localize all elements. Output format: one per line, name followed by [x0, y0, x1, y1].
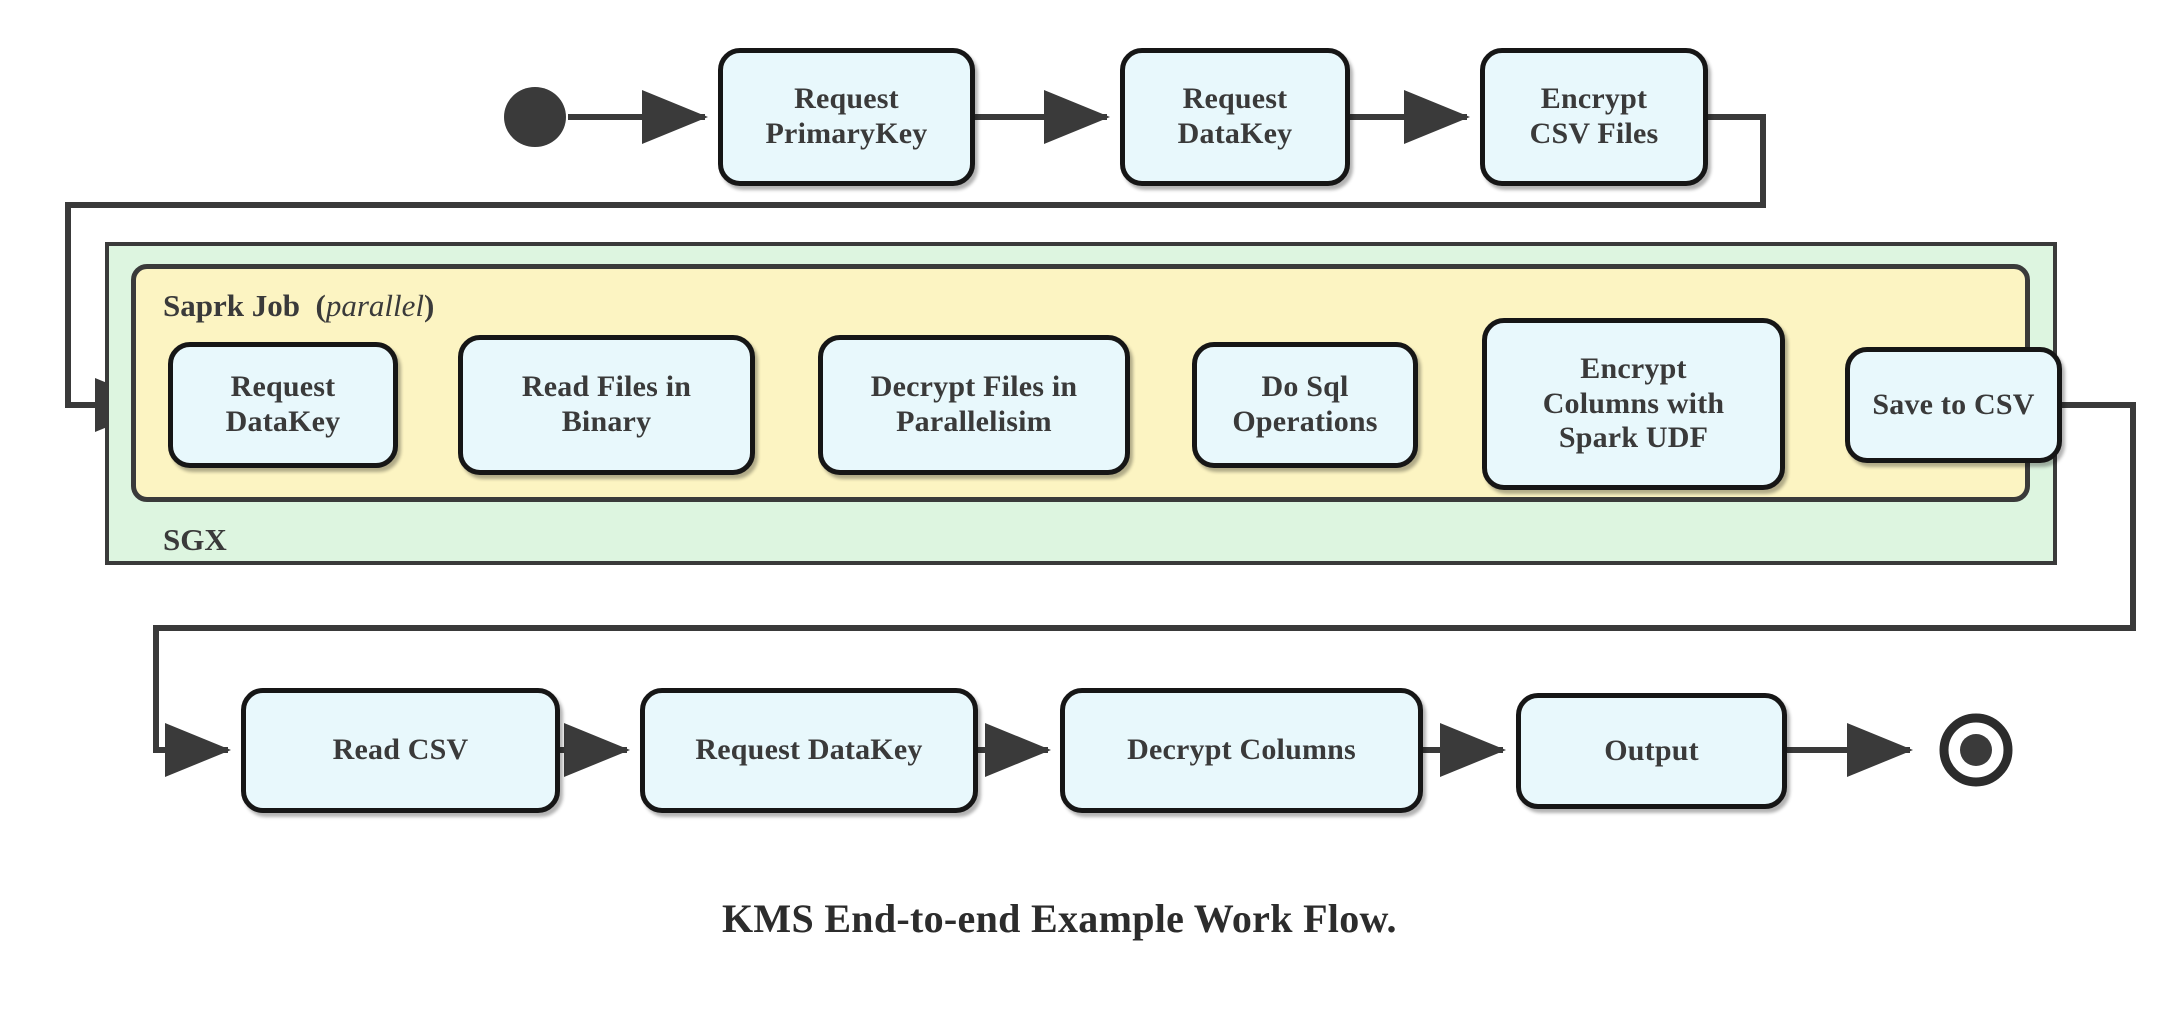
node-spark-request-datakey[interactable]: Request DataKey: [168, 342, 398, 468]
start-node: [504, 87, 566, 147]
node-do-sql-operations-line2: Operations: [1232, 405, 1378, 438]
node-decrypt-files-in-parallelisim-line2: Parallelisim: [896, 405, 1052, 438]
node-save-to-csv[interactable]: Save to CSV: [1845, 347, 2062, 463]
node-save-to-csv-label: Save to CSV: [1872, 387, 2035, 421]
group-spark-job-label-italic: parallel: [325, 288, 424, 323]
diagram-caption: KMS End-to-end Example Work Flow.: [722, 896, 1397, 941]
node-read-files-in-binary-line1: Read Files in: [521, 370, 692, 404]
node-encrypt-csv-files[interactable]: Encrypt CSV Files: [1480, 48, 1708, 186]
node-decrypt-files-in-parallelisim-line1: Decrypt Files in: [870, 370, 1078, 404]
node-decrypt-columns-label: Decrypt Columns: [1127, 733, 1356, 767]
node-request-datakey-top-line1: Request: [1182, 82, 1288, 116]
node-request-datakey-bottom[interactable]: Request DataKey: [640, 688, 978, 813]
node-encrypt-columns-with-spark-udf-line1: Encrypt: [1580, 351, 1687, 385]
node-request-datakey-top[interactable]: Request DataKey: [1120, 48, 1350, 186]
node-read-csv[interactable]: Read CSV: [241, 688, 560, 813]
group-spark-job-label-main: Saprk Job: [163, 288, 300, 323]
node-encrypt-columns-with-spark-udf[interactable]: Encrypt Columns with Spark UDF: [1482, 318, 1785, 490]
group-spark-job-label-close: ): [423, 288, 435, 323]
node-request-primarykey-line2: PrimaryKey: [765, 117, 928, 150]
node-encrypt-csv-files-line2: CSV Files: [1529, 117, 1659, 150]
node-output-label: Output: [1604, 733, 1699, 767]
node-encrypt-columns-with-spark-udf-line2: Columns with: [1542, 386, 1725, 420]
node-read-files-in-binary[interactable]: Read Files in Binary: [458, 335, 755, 475]
node-read-csv-label: Read CSV: [332, 733, 469, 767]
node-decrypt-columns[interactable]: Decrypt Columns: [1060, 688, 1423, 813]
node-spark-request-datakey-line1: Request: [230, 370, 336, 404]
group-spark-job-label-open: (: [315, 288, 326, 323]
node-output[interactable]: Output: [1516, 693, 1787, 809]
node-request-primarykey[interactable]: Request PrimaryKey: [718, 48, 975, 186]
end-node-dot: [1960, 734, 1992, 766]
node-request-datakey-bottom-label: Request DataKey: [695, 733, 923, 767]
node-do-sql-operations[interactable]: Do Sql Operations: [1192, 342, 1418, 468]
edge-encrypt-csv-to-spark-request-datakey: [65, 114, 1766, 432]
node-request-primarykey-line1: Request: [794, 82, 899, 116]
group-spark-job-label: Saprk Job (parallel): [163, 288, 434, 324]
node-request-datakey-top-line2: DataKey: [1177, 117, 1293, 150]
edge-save-csv-to-read-csv: [153, 402, 2136, 777]
node-encrypt-columns-with-spark-udf-line3: Spark UDF: [1558, 421, 1709, 455]
node-read-files-in-binary-line2: Binary: [561, 405, 652, 438]
node-encrypt-csv-files-line1: Encrypt: [1540, 82, 1648, 116]
node-spark-request-datakey-line2: DataKey: [225, 405, 341, 438]
node-do-sql-operations-line1: Do Sql: [1261, 370, 1349, 404]
node-decrypt-files-in-parallelisim[interactable]: Decrypt Files in Parallelisim: [818, 335, 1130, 475]
group-sgx-label: SGX: [163, 522, 227, 557]
